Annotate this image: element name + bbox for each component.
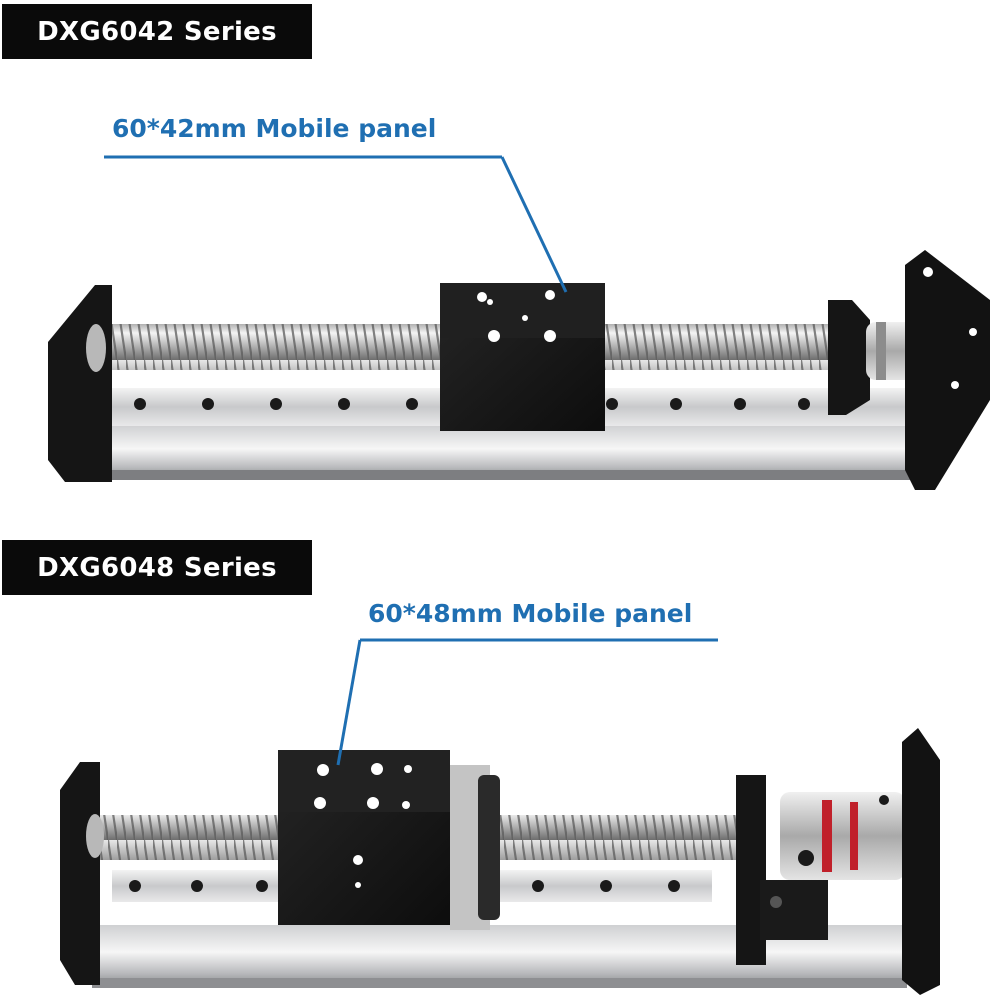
mobile-panel-callout-bottom: 60*48mm Mobile panel bbox=[368, 599, 693, 628]
dxg6042-slide bbox=[48, 250, 990, 490]
callout-leader-top bbox=[104, 155, 568, 293]
callout-leader-bottom bbox=[336, 638, 718, 766]
series-label-bottom: DXG6048 Series bbox=[2, 540, 312, 595]
mobile-panel-callout-top: 60*42mm Mobile panel bbox=[112, 114, 437, 143]
dxg6048-slide bbox=[60, 728, 940, 995]
series-label-top: DXG6042 Series bbox=[2, 4, 312, 59]
